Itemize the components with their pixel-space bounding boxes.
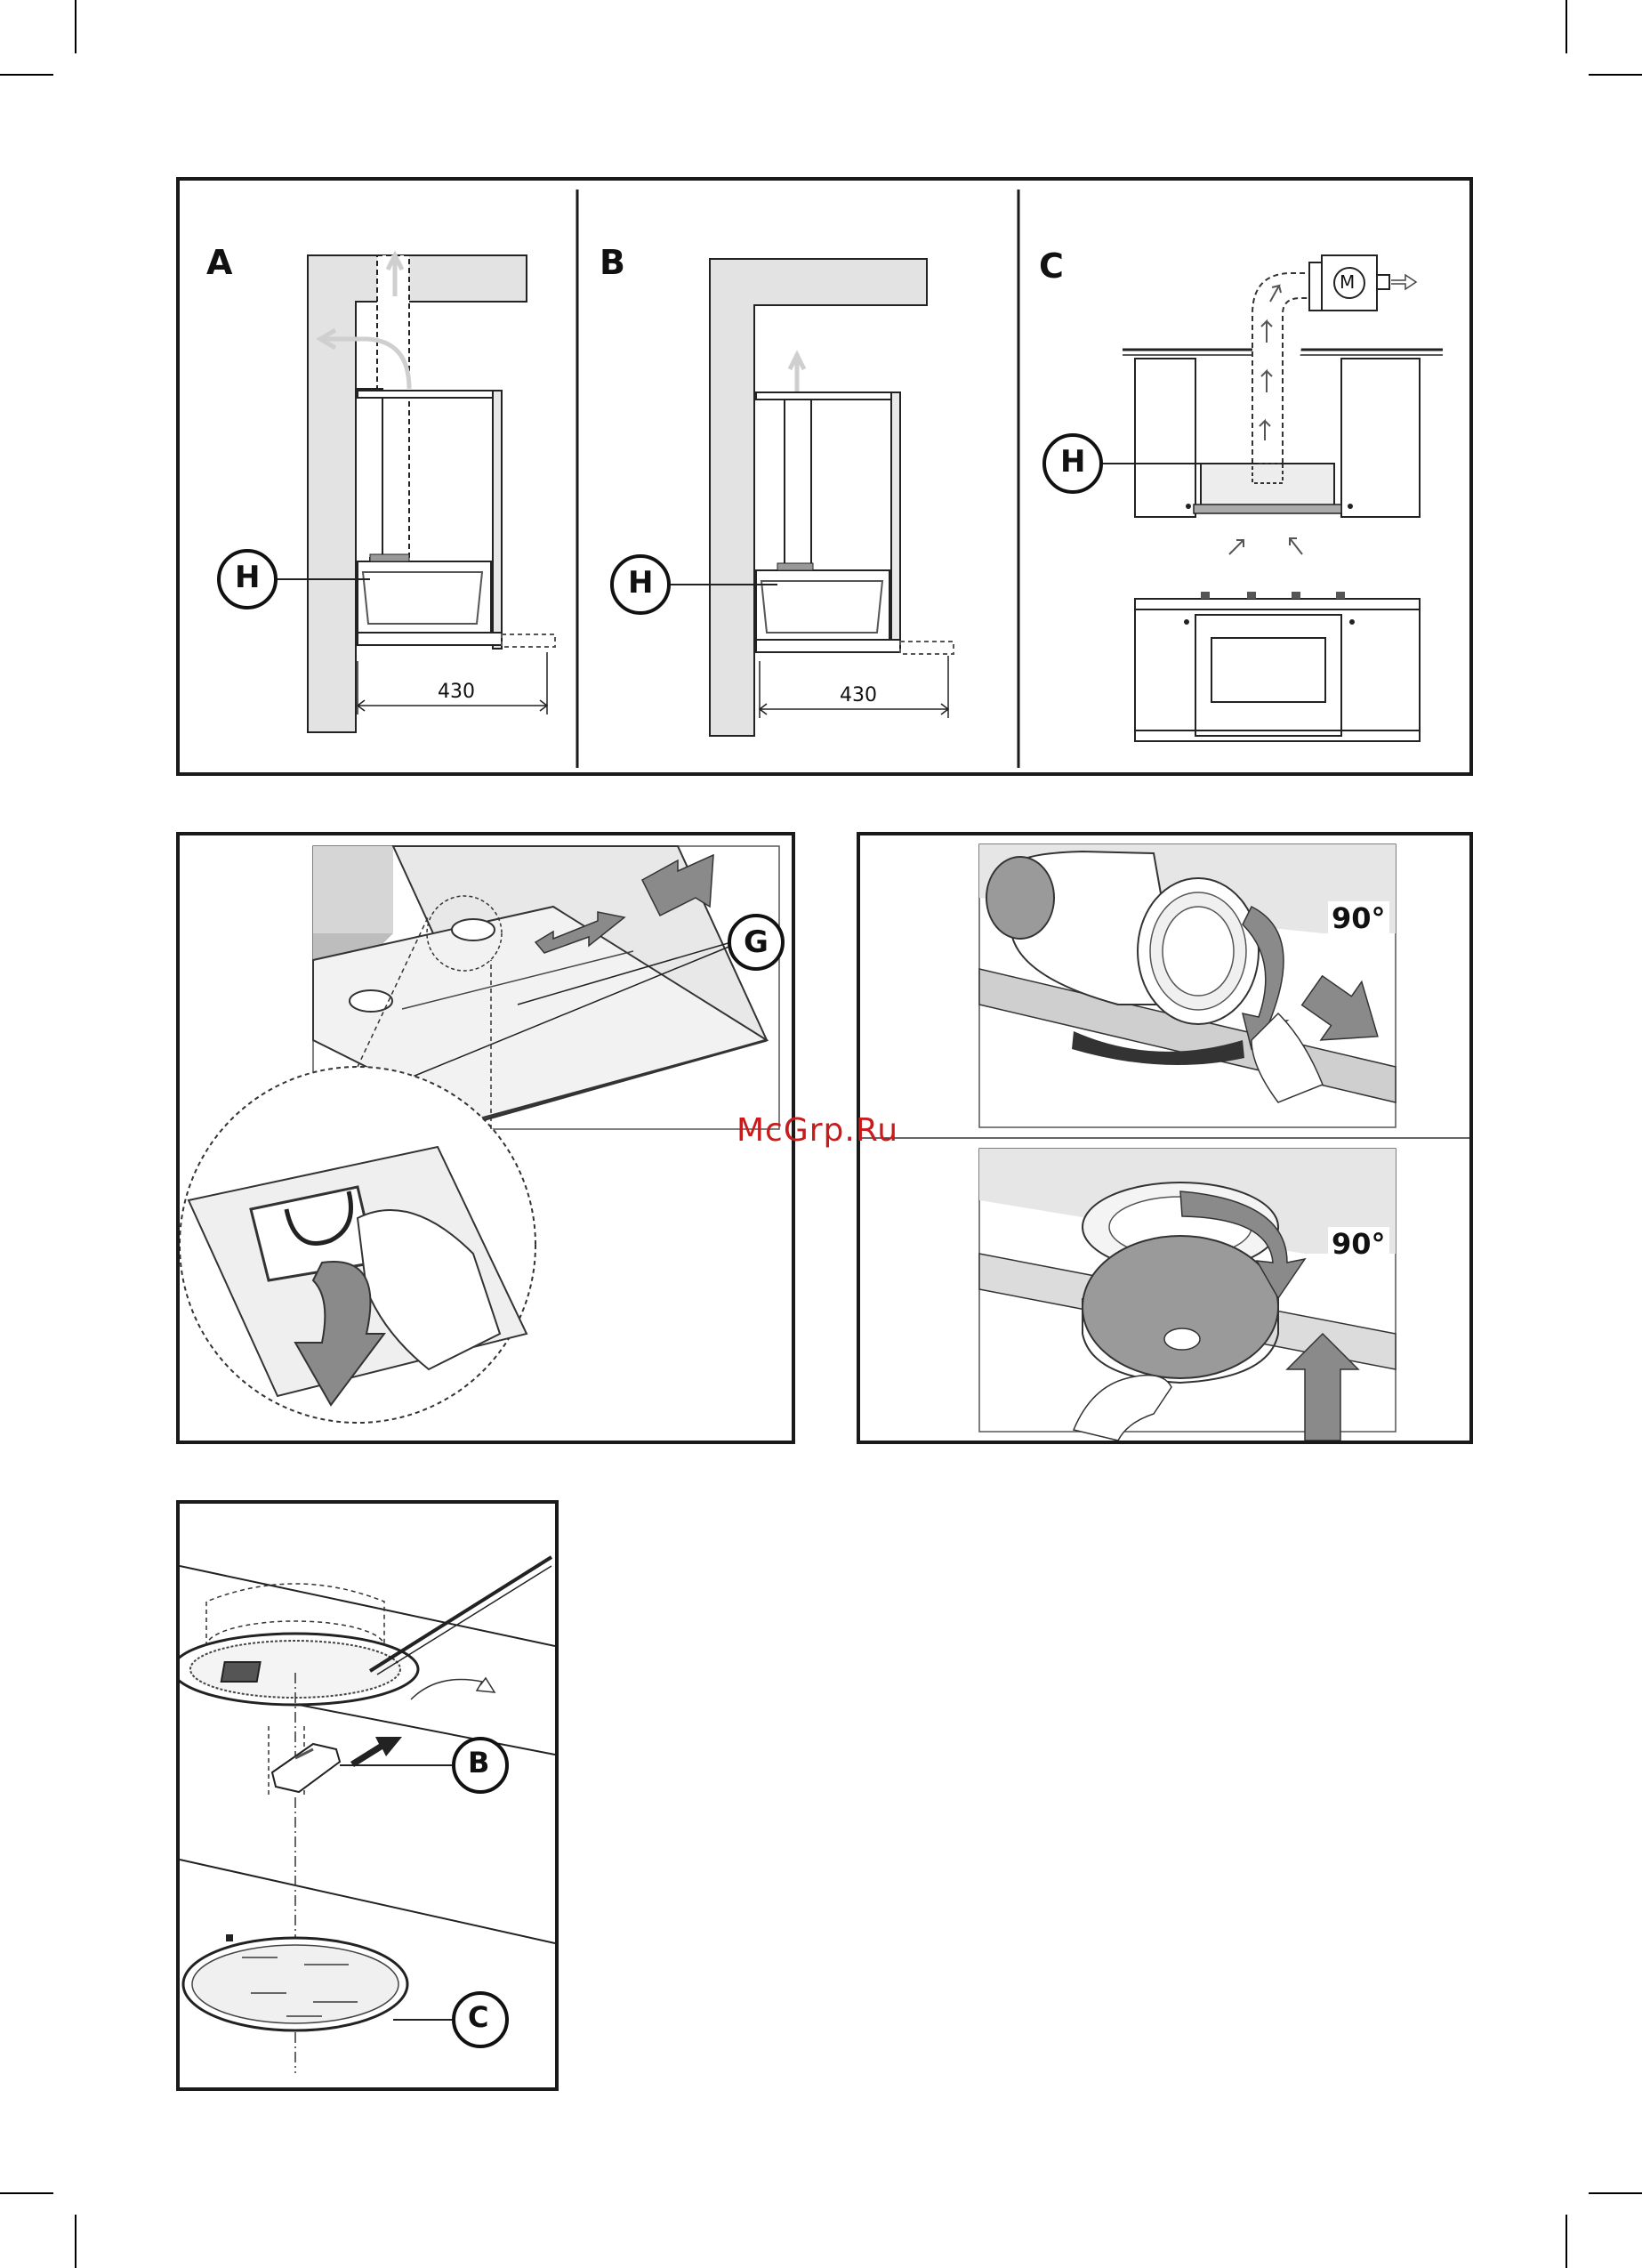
rotation-angle-top: 90° [1328,901,1389,935]
lamp-replacement-drawing [180,1504,555,2087]
crop-mark [1589,2192,1642,2194]
installation-drawing [180,181,1469,772]
callout-h-c: H [1060,444,1085,480]
callout-b: B [468,1746,489,1780]
callout-h-a: H [235,560,260,595]
watermark: McGrp.Ru [736,1112,898,1149]
panel-a-drawing [219,255,555,732]
crop-mark [1566,2215,1567,2268]
dimension-label-a: 430 [438,681,475,703]
dimension-label-b: 430 [840,684,877,706]
lamp-replacement-figure: B C [176,1500,559,2091]
grease-filter-drawing [180,835,792,1441]
crop-mark [75,2215,76,2268]
rotation-angle-bottom: 90° [1328,1227,1389,1261]
callout-h-b: H [628,565,653,601]
charcoal-filter-figure: 90° 90° [857,832,1473,1444]
panel-b-label: B [600,243,625,282]
crop-mark [0,74,53,76]
grease-filter-figure: G [176,832,795,1444]
crop-mark [0,2192,53,2194]
panel-c-drawing [1044,255,1443,741]
crop-mark [1589,74,1642,76]
callout-g: G [744,924,769,960]
panel-c-label: C [1039,246,1064,286]
motor-label: M [1340,271,1355,293]
crop-mark [75,0,76,53]
panel-b-drawing [612,259,954,736]
callout-c: C [468,2000,488,2034]
panel-a-label: A [206,243,232,282]
crop-mark [1566,0,1567,53]
installation-figure-abc: A B C H H H 430 430 M [176,177,1473,776]
